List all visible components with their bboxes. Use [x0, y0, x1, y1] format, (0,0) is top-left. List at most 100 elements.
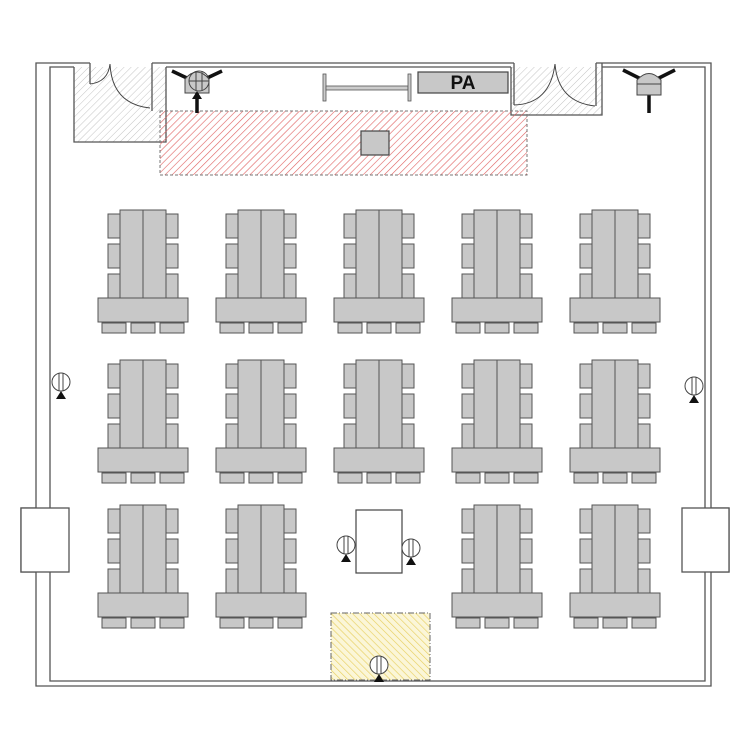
chair[interactable] [461, 273, 475, 299]
chair[interactable] [631, 472, 657, 484]
chair[interactable] [401, 363, 415, 389]
table[interactable] [260, 209, 285, 299]
projection-screen[interactable] [322, 73, 412, 102]
chair[interactable] [455, 472, 481, 484]
chair[interactable] [461, 538, 475, 564]
chair[interactable] [283, 423, 297, 449]
side-door-left[interactable] [20, 507, 70, 573]
chair[interactable] [461, 393, 475, 419]
door-left[interactable] [73, 63, 167, 143]
chair[interactable] [631, 322, 657, 334]
table[interactable] [378, 209, 403, 299]
chair[interactable] [519, 568, 533, 594]
chair[interactable] [219, 472, 245, 484]
chair[interactable] [401, 213, 415, 239]
center-table[interactable] [355, 509, 403, 574]
chair[interactable] [283, 243, 297, 269]
table[interactable] [473, 359, 498, 449]
table[interactable] [119, 359, 144, 449]
chair[interactable] [343, 423, 357, 449]
table[interactable] [142, 209, 167, 299]
table[interactable] [496, 359, 521, 449]
chair[interactable] [579, 213, 593, 239]
chair[interactable] [637, 538, 651, 564]
chair[interactable] [395, 322, 421, 334]
chair[interactable] [101, 472, 127, 484]
chair[interactable] [579, 393, 593, 419]
chair[interactable] [130, 617, 156, 629]
chair[interactable] [637, 393, 651, 419]
chair[interactable] [107, 423, 121, 449]
table[interactable] [119, 504, 144, 594]
chair[interactable] [343, 213, 357, 239]
table[interactable] [473, 209, 498, 299]
chair[interactable] [602, 322, 628, 334]
head-table[interactable] [451, 592, 543, 618]
chair[interactable] [602, 617, 628, 629]
chair[interactable] [165, 568, 179, 594]
chair[interactable] [461, 213, 475, 239]
chair[interactable] [165, 423, 179, 449]
table-cluster[interactable] [215, 504, 307, 629]
table[interactable] [591, 504, 616, 594]
chair[interactable] [366, 472, 392, 484]
chair[interactable] [579, 363, 593, 389]
chair[interactable] [401, 393, 415, 419]
chair[interactable] [130, 472, 156, 484]
head-table[interactable] [451, 297, 543, 323]
chair[interactable] [165, 273, 179, 299]
table-cluster[interactable] [333, 359, 425, 484]
side-door-right[interactable] [681, 507, 730, 573]
chair[interactable] [277, 322, 303, 334]
chair[interactable] [637, 363, 651, 389]
chair[interactable] [283, 393, 297, 419]
chair[interactable] [107, 508, 121, 534]
chair[interactable] [283, 363, 297, 389]
chair[interactable] [165, 393, 179, 419]
chair[interactable] [519, 363, 533, 389]
stage-zone[interactable] [159, 110, 528, 176]
head-table[interactable] [451, 447, 543, 473]
head-table[interactable] [97, 297, 189, 323]
chair[interactable] [225, 393, 239, 419]
head-table[interactable] [569, 297, 661, 323]
chair[interactable] [225, 273, 239, 299]
chair[interactable] [130, 322, 156, 334]
table-cluster[interactable] [569, 504, 661, 629]
chair[interactable] [225, 568, 239, 594]
chair[interactable] [579, 273, 593, 299]
table[interactable] [496, 209, 521, 299]
table[interactable] [142, 359, 167, 449]
chair[interactable] [366, 322, 392, 334]
head-table[interactable] [97, 592, 189, 618]
chair[interactable] [637, 423, 651, 449]
head-table[interactable] [215, 297, 307, 323]
table[interactable] [591, 209, 616, 299]
head-table[interactable] [215, 447, 307, 473]
chair[interactable] [519, 273, 533, 299]
chair[interactable] [219, 322, 245, 334]
chair[interactable] [225, 538, 239, 564]
chair[interactable] [579, 243, 593, 269]
chair[interactable] [107, 538, 121, 564]
table-cluster[interactable] [97, 209, 189, 334]
chair[interactable] [579, 423, 593, 449]
chair[interactable] [395, 472, 421, 484]
head-table[interactable] [215, 592, 307, 618]
chair[interactable] [484, 322, 510, 334]
chair[interactable] [573, 472, 599, 484]
chair[interactable] [283, 538, 297, 564]
table-cluster[interactable] [569, 359, 661, 484]
chair[interactable] [519, 393, 533, 419]
table-cluster[interactable] [451, 209, 543, 334]
chair[interactable] [225, 243, 239, 269]
chair[interactable] [165, 243, 179, 269]
chair[interactable] [101, 322, 127, 334]
chair[interactable] [343, 393, 357, 419]
head-table[interactable] [569, 447, 661, 473]
chair[interactable] [519, 243, 533, 269]
table[interactable] [260, 504, 285, 594]
chair[interactable] [455, 322, 481, 334]
table[interactable] [237, 359, 262, 449]
chair[interactable] [637, 213, 651, 239]
